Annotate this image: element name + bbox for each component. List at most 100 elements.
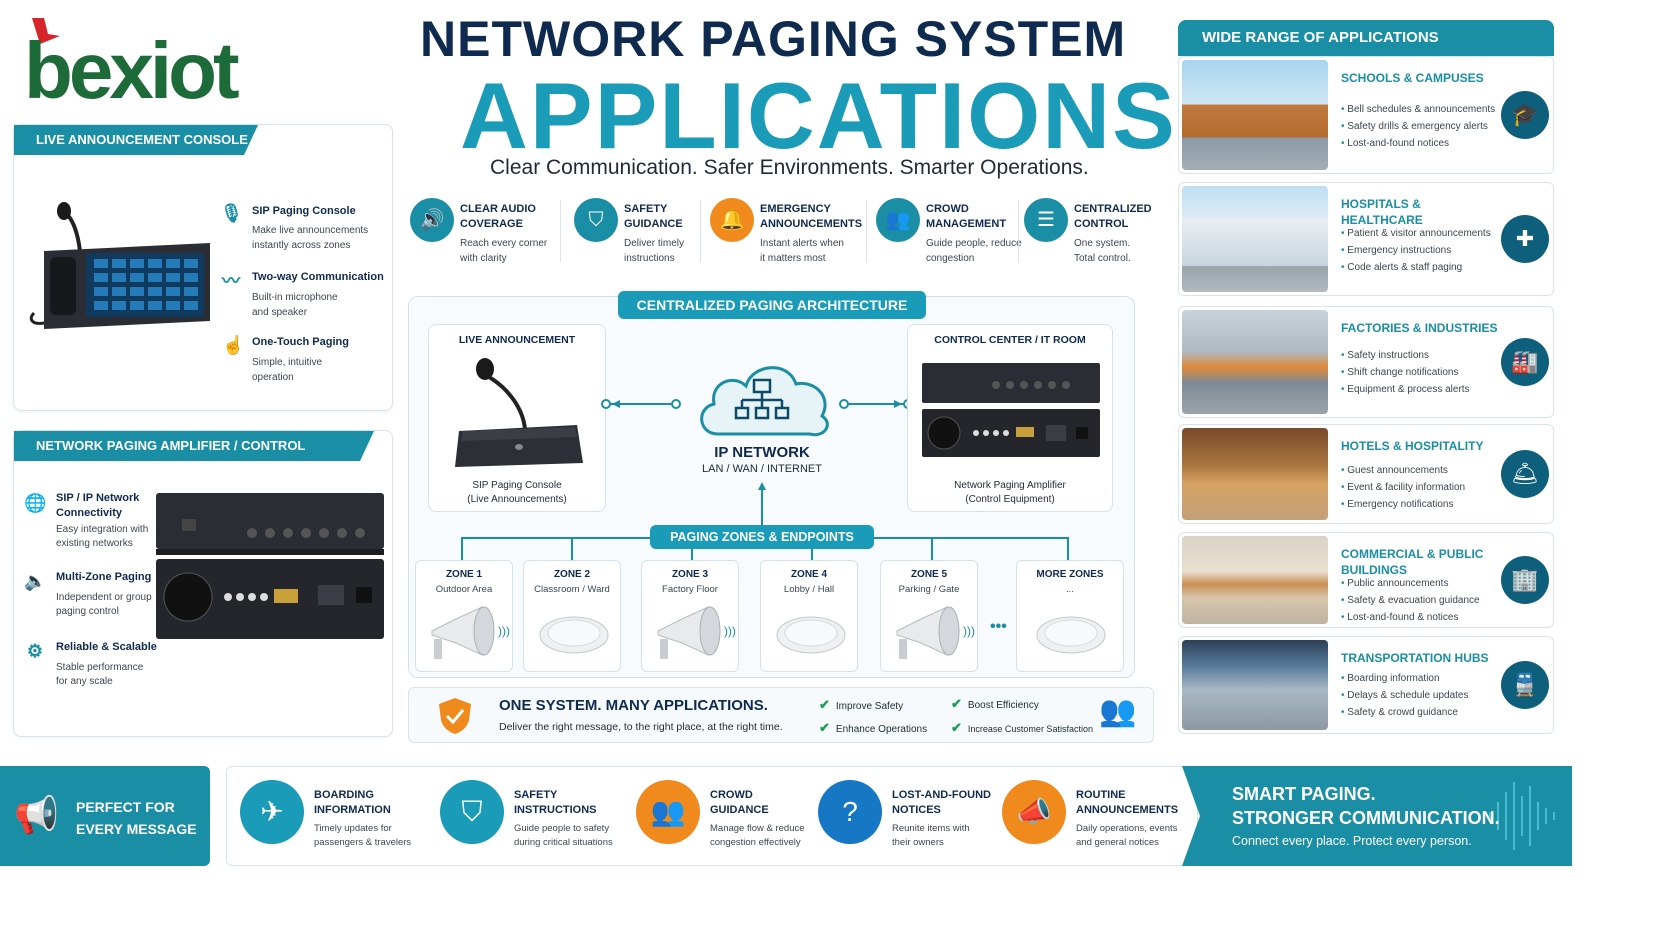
ceiling-speaker-icon bbox=[1036, 616, 1106, 654]
amplifier-panel-header: NETWORK PAGING AMPLIFIER / CONTROL EQUIP… bbox=[14, 431, 374, 461]
ip-network-title: IP NETWORK bbox=[714, 444, 810, 461]
control-center-title: CONTROL CENTER / IT ROOM bbox=[934, 334, 1086, 346]
tagline: Clear Communication. Safer Environments.… bbox=[490, 156, 1089, 179]
amplifier-stack-image bbox=[922, 363, 1100, 457]
service-bell-icon: 🛎 bbox=[1501, 450, 1549, 498]
people-icon: 👥 bbox=[876, 198, 920, 242]
commercial-building-image bbox=[1182, 536, 1328, 624]
divider bbox=[1018, 200, 1019, 262]
sound-wave-decoration bbox=[1489, 782, 1555, 850]
control-center-caption: Network Paging Amplifier(Control Equipme… bbox=[954, 480, 1066, 505]
graduation-cap-icon: 🎓 bbox=[1501, 91, 1549, 139]
amplifier-feature-title: Reliable & Scalable bbox=[56, 641, 157, 653]
live-announcement-caption: SIP Paging Console(Live Announcements) bbox=[467, 480, 567, 505]
one-system-banner: ONE SYSTEM. MANY APPLICATIONS. Deliver t… bbox=[408, 687, 1154, 743]
console-microphone-image bbox=[455, 358, 583, 467]
brand-logo: bexiot bbox=[20, 14, 280, 115]
shield-icon: ⛉ bbox=[574, 198, 618, 242]
logo-mark: bexiot bbox=[24, 18, 243, 115]
live-announcement-box: LIVE ANNOUNCEMENT SIP Paging Console(Liv… bbox=[428, 324, 606, 512]
checkmark-icon: ✔ bbox=[819, 697, 830, 712]
console-panel: LIVE ANNOUNCEMENT CONSOLE 🎙 SIP Paging C… bbox=[13, 124, 393, 411]
applications-header: WIDE RANGE OF APPLICATIONS bbox=[1178, 20, 1554, 56]
application-card: HOTELS & HOSPITALITY Guest announcements… bbox=[1178, 424, 1554, 524]
console-panel-header: LIVE ANNOUNCEMENT CONSOLE bbox=[14, 125, 258, 155]
application-card: SCHOOLS & CAMPUSES Bell schedules & anno… bbox=[1178, 56, 1554, 174]
console-feature-title: Two-way Communication bbox=[252, 271, 384, 283]
svg-text:))): ))) bbox=[963, 624, 975, 638]
transportation-hub-image bbox=[1182, 640, 1328, 730]
application-card: FACTORIES & INDUSTRIES Safety instructio… bbox=[1178, 306, 1554, 418]
speaker-icon: 🔊 bbox=[410, 198, 454, 242]
check-item: ✔Boost Efficiency bbox=[951, 696, 1039, 711]
check-item: ✔Improve Safety bbox=[819, 697, 904, 712]
ip-network-subtitle: LAN / WAN / INTERNET bbox=[702, 463, 822, 475]
zone-card: ZONE 4 Lobby / Hall bbox=[760, 560, 858, 672]
svg-text:))): ))) bbox=[498, 624, 510, 638]
smart-paging-line2: STRONGER COMMUNICATION. bbox=[1232, 808, 1500, 828]
console-feature-title: SIP Paging Console bbox=[252, 205, 356, 217]
hospital-image bbox=[1182, 186, 1328, 292]
bell-icon: 🔔 bbox=[710, 198, 754, 242]
factory-image bbox=[1182, 310, 1328, 414]
ceiling-speaker-icon bbox=[776, 616, 846, 654]
bag-question-icon: ? bbox=[818, 780, 882, 844]
page-title-applications: APPLICATIONS bbox=[460, 63, 1177, 168]
globe-icon: 🌐 bbox=[24, 493, 47, 513]
zone-card: ZONE 2 Classroom / Ward bbox=[523, 560, 621, 672]
checkmark-icon: ✔ bbox=[951, 720, 962, 735]
hotel-image bbox=[1182, 428, 1328, 520]
application-card: TRANSPORTATION HUBS Boarding information… bbox=[1178, 636, 1554, 734]
megaphone-icon: 📣 bbox=[1002, 780, 1066, 844]
horn-speaker-icon: ))) bbox=[657, 606, 736, 659]
amplifier-panel: NETWORK PAGING AMPLIFIER / CONTROL EQUIP… bbox=[13, 430, 393, 737]
connector-arrow-left bbox=[601, 399, 681, 409]
smart-paging-line3: Connect every place. Protect every perso… bbox=[1232, 834, 1472, 848]
more-dots-icon: ••• bbox=[990, 618, 1007, 635]
sound-wave-icon: 〰 bbox=[222, 271, 240, 291]
shield-check-icon: ⛉ bbox=[440, 780, 504, 844]
shield-check-icon bbox=[439, 698, 471, 734]
svg-text:))): ))) bbox=[724, 624, 736, 638]
smart-paging-line1: SMART PAGING. bbox=[1232, 784, 1376, 804]
network-paging-amplifier-image bbox=[156, 493, 384, 639]
medical-cross-icon: ✚ bbox=[1501, 215, 1549, 263]
touch-icon: ☝ bbox=[222, 335, 245, 355]
connector-vertical bbox=[758, 482, 766, 528]
zone-card: ZONE 3 Factory Floor ))) bbox=[641, 560, 739, 672]
check-item: ✔Increase Customer Satisfaction bbox=[951, 720, 1093, 735]
speaker-icon: 🔈 bbox=[24, 571, 47, 591]
application-card: HOSPITALS & HEALTHCARE Patient & visitor… bbox=[1178, 182, 1554, 296]
one-system-text: Deliver the right message, to the right … bbox=[499, 721, 783, 733]
console-feature-title: One-Touch Paging bbox=[252, 336, 349, 348]
school-image bbox=[1182, 60, 1328, 170]
architecture-header: CENTRALIZED PAGING ARCHITECTURE bbox=[618, 291, 926, 319]
smart-paging-banner: SMART PAGING. STRONGER COMMUNICATION. Con… bbox=[1182, 766, 1572, 866]
divider bbox=[560, 200, 561, 262]
transport-icon: 🚆 bbox=[1501, 661, 1549, 709]
connector-arrow-right bbox=[839, 399, 913, 409]
sliders-icon: ☰ bbox=[1024, 198, 1068, 242]
airplane-icon: ✈ bbox=[240, 780, 304, 844]
logo-text: bexiot bbox=[24, 26, 239, 110]
megaphone-icon: 📢 bbox=[14, 794, 59, 835]
control-center-box: CONTROL CENTER / IT ROOM Network Paging … bbox=[907, 324, 1113, 512]
crowd-icon: 👥 bbox=[636, 780, 700, 844]
live-announcement-title: LIVE ANNOUNCEMENT bbox=[458, 334, 576, 346]
people-group-icon: 👥 bbox=[1099, 695, 1137, 728]
horn-speaker-icon: ))) bbox=[431, 606, 510, 659]
zone-card: ZONE 5 Parking / Gate ))) bbox=[880, 560, 978, 672]
